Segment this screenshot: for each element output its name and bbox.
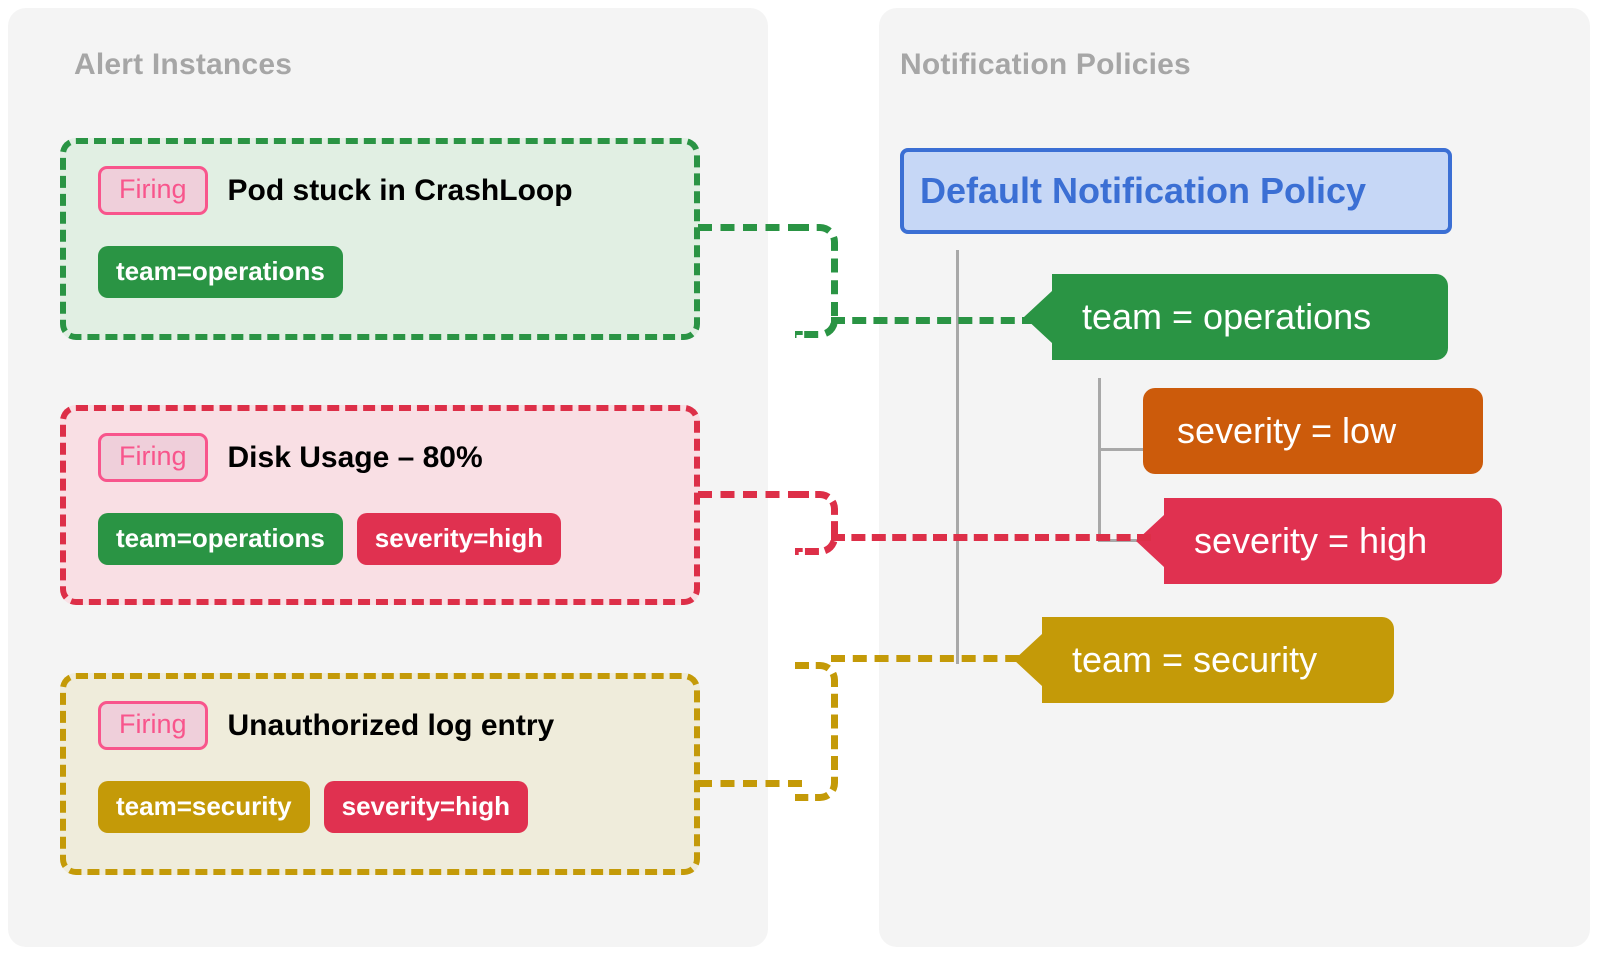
notification-policies-title: Notification Policies xyxy=(900,48,1191,81)
status-badge: Firing xyxy=(98,701,208,750)
alert-label-chip: team=security xyxy=(98,781,310,833)
tree-trunk-line xyxy=(956,250,959,664)
connector-alert2-segment-h2 xyxy=(831,655,1041,662)
policy-node-severity-high[interactable]: severity = high xyxy=(1136,498,1502,584)
alert-label-chip: severity=high xyxy=(356,513,562,565)
alert-label-chip: severity=high xyxy=(323,781,528,833)
connector-alert1-segment-h2 xyxy=(831,534,1151,541)
alert-labels-row: team=operations xyxy=(98,246,343,298)
alert-label-chip: team=operations xyxy=(98,246,343,298)
alert-instance-card[interactable]: Firing Unauthorized log entry team=secur… xyxy=(60,673,700,875)
status-badge: Firing xyxy=(98,433,208,482)
connector-alert2-segment-h1 xyxy=(698,780,802,787)
tree-branch-vertical-line xyxy=(1098,378,1101,542)
connector-alert0-segment-h2 xyxy=(831,317,1036,324)
alert-instance-card[interactable]: Firing Disk Usage – 80% team=operations … xyxy=(60,405,700,605)
connector-alert2-corner xyxy=(795,662,838,801)
alert-title: Pod stuck in CrashLoop xyxy=(227,173,573,207)
alert-title: Unauthorized log entry xyxy=(227,708,555,742)
alert-labels-row: team=operations severity=high xyxy=(98,513,562,565)
status-badge: Firing xyxy=(98,166,208,215)
connector-alert0-segment-h1 xyxy=(698,224,802,231)
policy-node-severity-low[interactable]: severity = low xyxy=(1143,388,1483,474)
policy-node-team-security[interactable]: team = security xyxy=(1014,617,1394,703)
alert-instance-card[interactable]: Firing Pod stuck in CrashLoop team=opera… xyxy=(60,138,700,340)
alert-header-row: Firing Disk Usage – 80% xyxy=(98,433,483,482)
alert-labels-row: team=security severity=high xyxy=(98,781,528,833)
alert-title: Disk Usage – 80% xyxy=(227,440,483,474)
tree-branch-stub-low xyxy=(1098,448,1145,451)
connector-alert1-corner xyxy=(795,491,838,555)
connector-alert1-segment-h1 xyxy=(698,491,802,498)
alert-header-row: Firing Pod stuck in CrashLoop xyxy=(98,166,573,215)
default-notification-policy-node[interactable]: Default Notification Policy xyxy=(900,148,1452,234)
alert-header-row: Firing Unauthorized log entry xyxy=(98,701,554,750)
alert-label-chip: team=operations xyxy=(98,513,343,565)
alert-instances-title: Alert Instances xyxy=(74,48,293,81)
connector-alert0-corner xyxy=(795,224,838,338)
policy-node-team-operations[interactable]: team = operations xyxy=(1024,274,1448,360)
